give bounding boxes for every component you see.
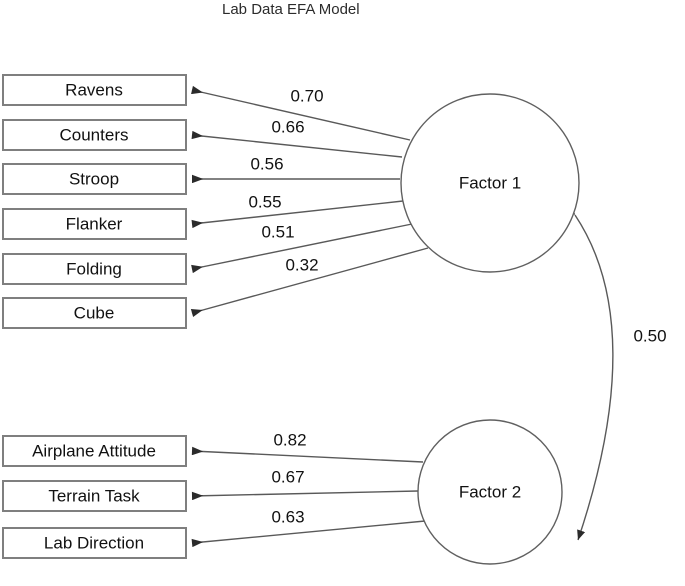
- indicator-box-counters: Counters: [2, 119, 187, 151]
- factor-correlation-value: 0.50: [633, 326, 666, 345]
- loading-path-terrain-task: [191, 490, 419, 501]
- indicator-rect: [2, 527, 187, 559]
- indicator-rect: [2, 435, 187, 467]
- loading-value-lab-direction: 0.63: [271, 507, 304, 526]
- page-title: Lab Data EFA Model: [222, 1, 360, 18]
- indicator-box-cube: Cube: [2, 297, 187, 329]
- loading-value-cube: 0.32: [285, 255, 318, 274]
- loading-value-ravens: 0.70: [290, 86, 323, 105]
- indicator-rect: [2, 297, 187, 329]
- indicator-label: Counters: [60, 125, 129, 144]
- indicator-rect: [2, 119, 187, 151]
- loading-value-flanker: 0.55: [248, 192, 281, 211]
- indicator-box-terrain-task: Terrain Task: [2, 480, 187, 512]
- factor-2: Factor 2: [417, 419, 563, 565]
- indicator-box-lab-direction: Lab Direction: [2, 527, 187, 559]
- indicator-box-ravens: Ravens: [2, 74, 187, 106]
- factor1-loading-paths: [190, 85, 429, 318]
- loading-path-airplane-attitude: [191, 446, 424, 463]
- factor-1-label: Factor 1: [459, 173, 521, 192]
- indicator-label: Folding: [66, 259, 122, 278]
- indicator-label: Ravens: [65, 80, 123, 99]
- indicator-rect: [2, 74, 187, 106]
- loading-path-lab-direction: [191, 520, 426, 548]
- loading-value-stroop: 0.56: [250, 154, 283, 173]
- factor-1-circle: [400, 93, 580, 273]
- loading-path-flanker: [191, 200, 404, 229]
- indicator-label: Lab Direction: [44, 533, 144, 552]
- loading-value-terrain-task: 0.67: [271, 467, 304, 486]
- indicator-label: Stroop: [69, 169, 119, 188]
- indicator-rect: [2, 163, 187, 195]
- loading-path-counters: [191, 130, 403, 158]
- loading-path-cube: [190, 247, 429, 318]
- loading-path-folding: [191, 223, 413, 274]
- indicator-rect: [2, 253, 187, 285]
- indicator-box-stroop: Stroop: [2, 163, 187, 195]
- loading-value-folding: 0.51: [261, 222, 294, 241]
- indicator-rect: [2, 480, 187, 512]
- factor-2-label: Factor 2: [459, 482, 521, 501]
- loading-path-ravens: [191, 85, 411, 141]
- indicator-rect: [2, 208, 187, 240]
- factor-1: Factor 1: [400, 93, 580, 273]
- indicator-label: Flanker: [66, 214, 123, 233]
- indicator-box-airplane-attitude: Airplane Attitude: [2, 435, 187, 467]
- factor-2-circle: [417, 419, 563, 565]
- factor-correlation-arrow: [566, 204, 614, 541]
- indicator-label: Cube: [74, 303, 115, 322]
- indicator-box-flanker: Flanker: [2, 208, 187, 240]
- factor2-loading-paths: [191, 446, 426, 548]
- loading-value-airplane-attitude: 0.82: [273, 430, 306, 449]
- loading-value-counters: 0.66: [271, 117, 304, 136]
- indicator-label: Terrain Task: [48, 486, 140, 505]
- indicator-label: Airplane Attitude: [32, 441, 156, 460]
- indicator-box-folding: Folding: [2, 253, 187, 285]
